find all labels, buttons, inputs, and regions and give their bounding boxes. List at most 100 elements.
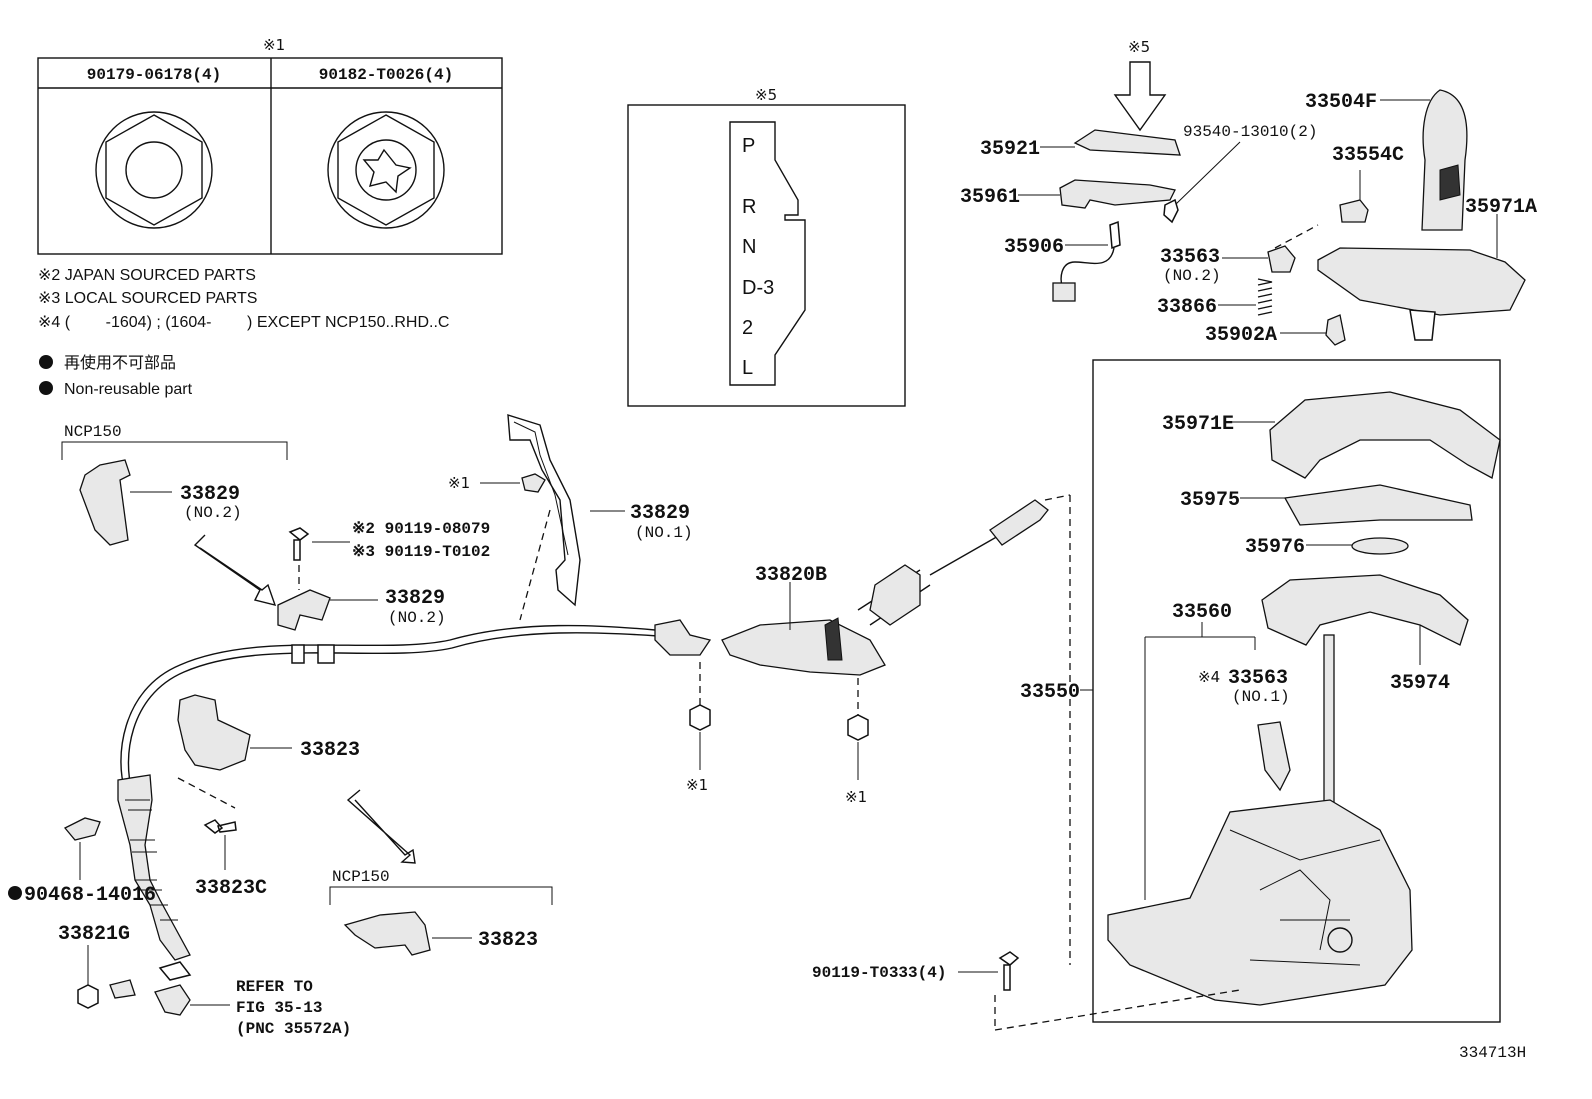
lever-base-icon: [1107, 799, 1413, 1006]
down-arrow-icon: [1113, 61, 1167, 132]
label-33829-no2-a: 33829: [180, 483, 240, 506]
spring-icon: [1257, 278, 1273, 316]
gate-plate-outline: [729, 121, 806, 386]
wire-bracket-icon: [507, 414, 581, 607]
shift-knob-icon: [1421, 89, 1468, 231]
cable-sheath-icon: [127, 632, 659, 791]
label-33866: 33866: [1157, 296, 1217, 319]
button-icon: [1325, 314, 1346, 346]
nut-icon: [847, 714, 869, 741]
cable-boot-icon: [869, 564, 921, 626]
label-90119-08079: ※2 90119-08079: [352, 520, 490, 538]
connector-icon: [1052, 282, 1076, 302]
non-reusable-bullet-icon: [8, 886, 22, 900]
gate-position-label: N: [742, 236, 756, 258]
label-33563-no2-sub: (NO.2): [1163, 267, 1221, 285]
legend-jp: 再使用不可部品: [64, 354, 176, 372]
label-35975: 35975: [1180, 489, 1240, 512]
gate-mark: ※5: [755, 86, 777, 104]
cable-rod-icon: [929, 534, 1001, 576]
flange-nut-icon: [95, 111, 213, 229]
label-90119-t0102: ※3 90119-T0102: [352, 543, 490, 561]
ncp150-bracket-a: NCP150 33829 (NO.2): [61, 423, 288, 606]
bolt-group-08079: ※2 90119-08079 ※3 90119-T0102 33829 (NO.…: [277, 520, 490, 631]
indicator-plate-icon: [1073, 129, 1181, 156]
shift-lever-assy-box: 33550 35971E 35975 35976 35974 33560 ※4 …: [1020, 359, 1501, 1023]
nut-icon: [77, 984, 99, 1009]
label-33829-no2-b-sub: (NO.2): [388, 609, 446, 627]
bracket-33823-group: 33823 33823C: [177, 694, 416, 900]
base-ribs-icon: [1229, 829, 1381, 966]
lever-link-icon: [109, 979, 136, 999]
cable-rings-icon: [125, 799, 178, 921]
cable-end-socket-icon: [989, 499, 1049, 546]
cable-end-icon: [117, 774, 191, 961]
base-hole-icon: [1327, 927, 1353, 953]
arrow-icon: [193, 534, 277, 606]
nut-icon: [689, 704, 711, 731]
gate-position-label: L: [742, 357, 753, 379]
bolt-icon: [998, 951, 1020, 991]
refer-group: REFER TO FIG 35-13 (PNC 35572A): [109, 978, 351, 1038]
label-90468: 90468-14016: [24, 884, 156, 907]
shift-knob-group: ※5 35921 93540-13010(2) 35961 35906 3356…: [960, 38, 1537, 347]
refer-line-3: (PNC 35572A): [236, 1020, 351, 1038]
cable-grommet-icon: [317, 644, 335, 664]
label-33821G: 33821G: [58, 923, 130, 946]
label-35974: 35974: [1390, 672, 1450, 695]
label-33550: 33550: [1020, 681, 1080, 704]
label-33560: 33560: [1172, 601, 1232, 624]
bolt-icon: [288, 527, 310, 561]
bullet-icon: [39, 381, 53, 395]
bracket-33823b-icon: [343, 911, 431, 956]
cable-bracket-group: 33820B ※1 ※1: [654, 499, 1049, 806]
plate-icon: [1351, 537, 1409, 555]
lever-clip-icon: [1257, 721, 1291, 792]
label-33563-no2: 33563: [1160, 246, 1220, 269]
shift-bezel-icon: [1317, 247, 1526, 316]
label-33829-no2-b: 33829: [385, 587, 445, 610]
label-35976: 35976: [1245, 536, 1305, 559]
arrow-icon: [346, 789, 416, 864]
ncp150-label-a: NCP150: [64, 423, 122, 441]
mark1-nut-b: ※1: [845, 788, 867, 806]
clip-90468-group: 90468-14016: [8, 817, 156, 907]
fastener-table: ※1 90179-06178(4) 90182-T0026(4): [37, 36, 503, 255]
label-33820B: 33820B: [755, 564, 827, 587]
label-33563-no1: 33563: [1228, 667, 1288, 690]
mark-5-top: ※5: [1128, 38, 1150, 56]
label-33823-a: 33823: [300, 739, 360, 762]
lever-arm-icon: [154, 984, 191, 1016]
screw-icon: [1163, 198, 1179, 224]
bracket-no2-icon: [79, 459, 131, 546]
bracket-no2b-icon: [277, 589, 331, 631]
label-33504F: 33504F: [1305, 91, 1377, 114]
cable-grommet-icon: [291, 644, 305, 664]
cable-clip-icon: [654, 619, 712, 656]
label-35971A: 35971A: [1465, 196, 1537, 219]
indicator-housing-lower-icon: [1261, 574, 1469, 646]
upper-cover-icon: [1269, 391, 1501, 479]
table-mark: ※1: [263, 36, 285, 54]
gate-position-label: 2: [742, 317, 753, 339]
label-35902A: 35902A: [1205, 324, 1277, 347]
mark1-clip: ※1: [448, 474, 470, 492]
figure-id: 334713H: [1459, 1044, 1526, 1062]
clip-icon: [1267, 245, 1296, 273]
note-japan-sourced: ※2 JAPAN SOURCED PARTS: [38, 267, 256, 284]
gate-position-label: P: [742, 135, 755, 157]
lever-rod-icon: [1323, 634, 1335, 826]
label-33554C: 33554C: [1332, 144, 1404, 167]
shift-cable-icon: [120, 624, 656, 791]
shift-cable-group: [117, 624, 659, 981]
legend-en: Non-reusable part: [64, 381, 193, 398]
slide-plate-icon: [1283, 484, 1473, 526]
label-35961: 35961: [960, 186, 1020, 209]
label-33823-b: 33823: [478, 929, 538, 952]
label-35906: 35906: [1004, 236, 1064, 259]
nut-33821G-group: 33821G: [58, 923, 130, 1009]
table-col1-part: 90179-06178(4): [87, 66, 221, 84]
lock-nut-icon: [327, 111, 445, 229]
refer-line-2: FIG 35-13: [236, 999, 322, 1017]
note-except: ※4 ( -1604) ; (1604- ) EXCEPT NCP150..RH…: [38, 314, 449, 331]
